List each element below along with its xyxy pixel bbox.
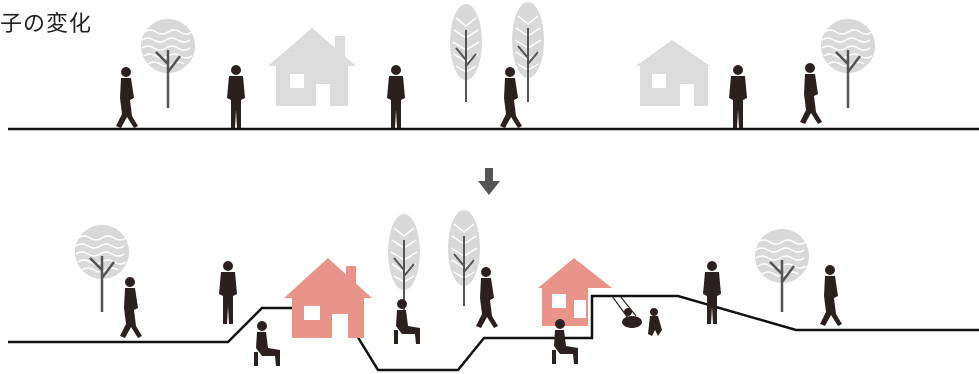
house-before-2: [636, 40, 710, 106]
person-standing-1: [227, 65, 245, 128]
scene-after: [8, 210, 979, 370]
house-after-1: [284, 258, 372, 338]
tree-before-2: [450, 4, 482, 102]
person-standing-4: [219, 261, 237, 324]
house-before-1: [268, 28, 356, 106]
person-standing-3: [729, 65, 747, 128]
scene-before: [8, 2, 979, 129]
tree-after-3: [448, 210, 480, 306]
person-walking-6: [820, 265, 842, 326]
person-walking-4: [120, 277, 142, 338]
down-arrow-icon: [478, 168, 500, 195]
person-sitting-1: [254, 321, 280, 366]
person-walking-5: [476, 267, 498, 328]
tree-before-1: [141, 19, 195, 108]
tree-before-3: [512, 2, 544, 102]
person-walking-3: [800, 63, 822, 124]
person-standing-2: [387, 65, 405, 128]
person-sitting-2: [394, 299, 420, 344]
tree-after-1: [75, 225, 129, 312]
person-walking-2: [500, 67, 522, 128]
person-walking-1: [116, 67, 138, 128]
house-after-2: [538, 258, 612, 326]
person-standing-5: [703, 261, 721, 324]
tree-after-2: [388, 214, 420, 314]
child-swinging: [612, 296, 642, 328]
child-playing: [648, 308, 662, 336]
tree-after-4: [755, 229, 809, 312]
tree-before-4: [821, 19, 875, 108]
